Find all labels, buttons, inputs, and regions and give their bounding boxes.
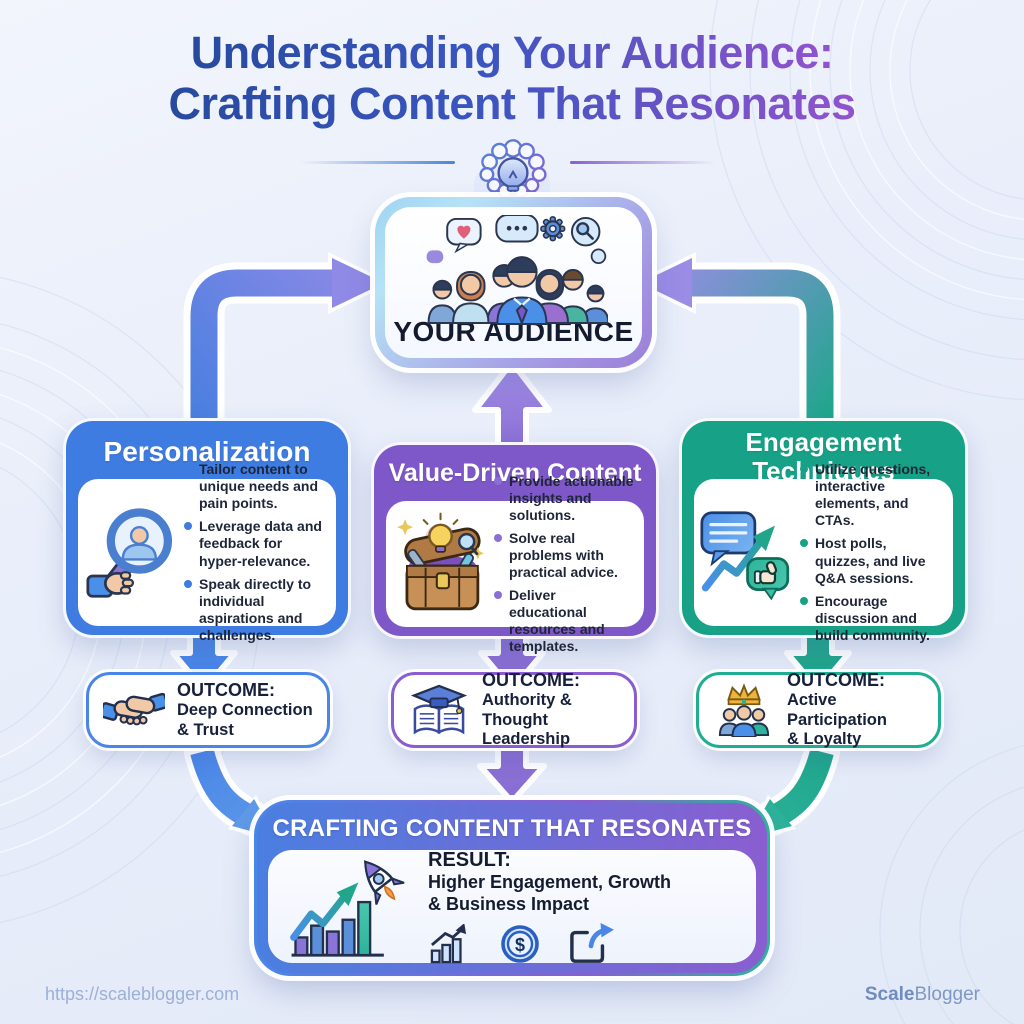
bullet-dot (184, 465, 192, 474)
crown-community-icon (713, 683, 775, 737)
result-header: CRAFTING CONTENT THAT RESONATES (272, 815, 752, 842)
left-divider-line (300, 161, 455, 164)
outcome-line2: & Loyalty (787, 730, 862, 749)
bullet-item: Tailor content to unique needs and pain … (184, 461, 326, 512)
outcome-engagement: OUTCOME: Active Participation & Loyalty (696, 670, 941, 750)
result-icon-row: $ (428, 923, 671, 965)
brain-lightbulb-icon (477, 138, 549, 202)
bullet-dot (494, 533, 502, 542)
footer-brand-bold: Scale (864, 984, 915, 1005)
value-driven-title: Value-Driven Content (388, 459, 642, 487)
result-text: RESULT: Higher Engagement, Growth & Busi… (428, 848, 671, 965)
outcome-label: OUTCOME: (177, 679, 275, 700)
mini-chart-icon (428, 924, 472, 964)
footer-brand: ScaleBlogger (865, 984, 980, 1006)
bullet-dot (184, 522, 192, 531)
title-line-1: Understanding Your Audience: (190, 27, 834, 78)
outcome-label: OUTCOME: (482, 670, 580, 691)
bullet-item: Speak directly to individual aspirations… (184, 576, 326, 644)
footer-brand-rest: Blogger (914, 984, 981, 1005)
bullet-dot (800, 539, 808, 548)
chat-growth-icon (700, 504, 796, 602)
right-divider-line (570, 161, 715, 164)
rocket-growth-chart-icon (284, 853, 414, 961)
bullet-item: Host polls, quizzes, and live Q&A sessio… (800, 535, 943, 586)
personalization-box: Personalization Tailor content to unique… (63, 418, 351, 643)
outcome-line2: Thought Leadership (482, 710, 571, 749)
footer-url[interactable]: https://scaleblogger.com (45, 984, 240, 1004)
page-title: Understanding Your Audience: Crafting Co… (0, 27, 1024, 130)
bullet-item: Solve real problems with practical advic… (494, 530, 634, 581)
audience-box: YOUR AUDIENCE (375, 197, 652, 368)
outcome-line2: & Trust (177, 720, 234, 739)
bullet-item: Leverage data and feedback for hyper-rel… (184, 518, 326, 569)
engagement-box: Engagement Techniques (679, 418, 968, 643)
audience-group-icon (420, 215, 608, 325)
bullet-dot (494, 476, 502, 485)
outcome-line1: Active Participation (787, 691, 887, 729)
personalization-title: Personalization (103, 436, 311, 467)
result-inner: RESULT: Higher Engagement, Growth & Busi… (268, 848, 756, 965)
bullet-dot (494, 591, 502, 600)
bullet-item: Provide actionable insights and solution… (494, 473, 634, 524)
svg-text:$: $ (515, 935, 525, 955)
outcome-text: OUTCOME: Authority & Thought Leadership (482, 670, 624, 750)
outcome-value-driven: OUTCOME: Authority & Thought Leadership (391, 670, 637, 750)
handshake-icon (103, 686, 165, 734)
bullet-dot (800, 596, 808, 605)
value-driven-box: Value-Driven Content (371, 442, 659, 654)
bullet-item: Utilize questions, interactive elements,… (800, 461, 943, 529)
outcome-personalization: OUTCOME: Deep Connection & Trust (86, 672, 330, 748)
result-box: CRAFTING CONTENT THAT RESONATES (254, 800, 770, 976)
audience-box-inner: YOUR AUDIENCE (385, 207, 642, 358)
value-driven-card: Provide actionable insights and solution… (386, 473, 644, 654)
result-line2: & Business Impact (428, 894, 590, 915)
engagement-card: Utilize questions, interactive elements,… (694, 461, 953, 643)
outcome-label: OUTCOME: (787, 670, 885, 691)
engagement-bullets: Utilize questions, interactive elements,… (800, 455, 943, 650)
bullet-item: Encourage discussion and build community… (800, 593, 943, 644)
outcome-line1: Deep Connection (177, 701, 313, 720)
result-label: RESULT: (428, 848, 511, 871)
outcome-text: OUTCOME: Active Participation & Loyalty (787, 670, 928, 750)
personalization-bullets: Tailor content to unique needs and pain … (184, 455, 326, 650)
bullet-dot (800, 465, 808, 474)
bullet-dot (184, 579, 192, 588)
outcome-line1: Authority & (482, 691, 572, 710)
value-driven-bullets: Provide actionable insights and solution… (494, 467, 634, 662)
share-arrow-icon (568, 923, 614, 965)
title-line-2: Crafting Content That Resonates (168, 77, 856, 129)
result-line1: Higher Engagement, Growth (428, 872, 672, 893)
bullet-item: Deliver educational resources and templa… (494, 587, 634, 655)
dollar-coin-icon: $ (500, 924, 540, 964)
outcome-text: OUTCOME: Deep Connection & Trust (177, 680, 313, 740)
magnifier-person-icon (84, 497, 180, 609)
graduation-book-icon (408, 684, 470, 736)
treasure-chest-icon (392, 511, 490, 617)
personalization-card: Tailor content to unique needs and pain … (78, 461, 336, 643)
